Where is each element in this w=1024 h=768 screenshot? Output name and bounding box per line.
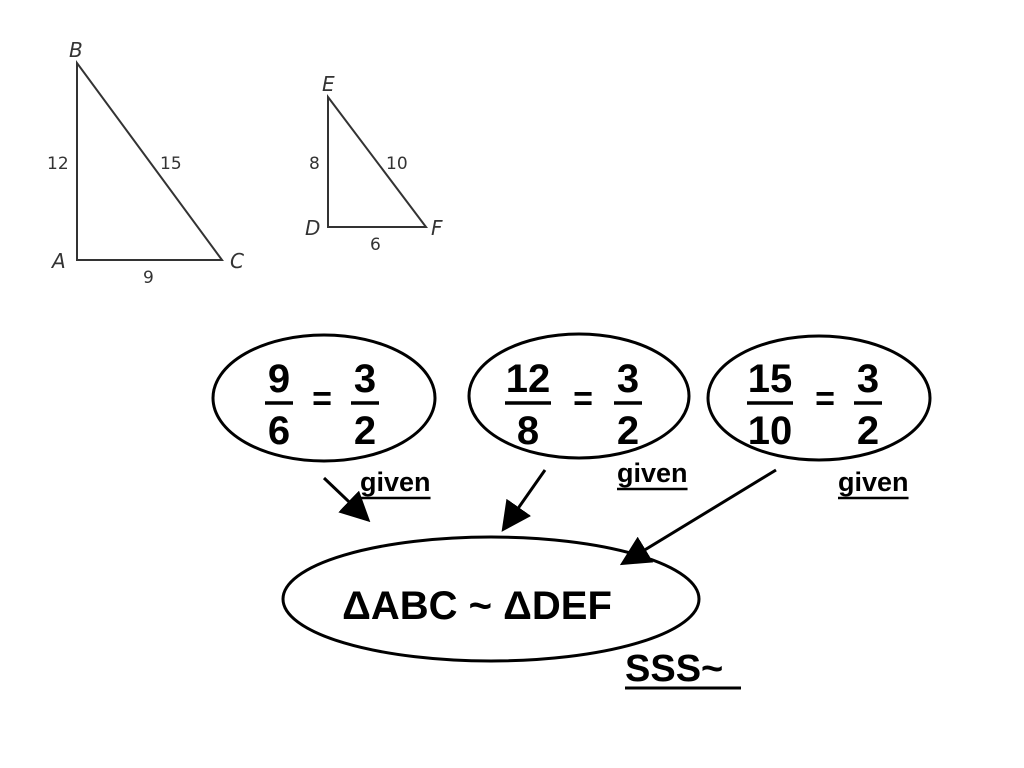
vertex-label-e: E — [322, 72, 335, 96]
similarity-statement: ΔABC ~ ΔDEF — [342, 584, 612, 628]
ratio-oval-2-outline — [467, 332, 691, 460]
side-label-bc: 15 — [160, 154, 182, 174]
triangle-def: E D F 8 10 6 — [305, 72, 443, 255]
ratio-oval-3-outline — [706, 334, 932, 462]
conclusion-oval-outline — [281, 535, 701, 663]
ratio-2-simplified-numerator: 3 — [617, 357, 639, 401]
ratio-2-equals: = — [573, 380, 593, 418]
ratio-3-numerator: 15 — [748, 357, 793, 401]
reason-label: SSS~ — [625, 648, 723, 690]
ratio-2-numerator: 12 — [506, 357, 551, 401]
triangle-abc: B A C 12 15 9 — [47, 38, 244, 288]
ratio-3-denominator: 10 — [748, 409, 793, 453]
vertex-label-a: A — [50, 249, 66, 273]
side-label-de: 8 — [309, 154, 320, 174]
given-label-2: given — [617, 458, 688, 488]
side-label-ab: 12 — [47, 154, 69, 174]
given-label-1: given — [360, 467, 431, 497]
ratio-oval-1-outline — [211, 333, 437, 463]
ratio-3-simplified-numerator: 3 — [857, 357, 879, 401]
ratio-1-denominator: 6 — [268, 409, 290, 453]
ratio-3-equals: = — [815, 380, 835, 418]
ratio-1-simplified-denominator: 2 — [354, 409, 376, 453]
vertex-label-c: C — [230, 249, 244, 273]
ratio-oval-3: 15 10 = 3 2 — [706, 334, 932, 462]
ratio-2-denominator: 8 — [517, 409, 539, 453]
triangle-def-shape — [327, 94, 429, 228]
ratio-1-simplified-numerator: 3 — [354, 357, 376, 401]
side-label-ac: 9 — [143, 268, 154, 288]
given-label-3: given — [838, 467, 909, 497]
conclusion-oval: ΔABC ~ ΔDEF — [281, 535, 701, 663]
vertex-label-b: B — [69, 38, 83, 62]
ratio-oval-2: 12 8 = 3 2 — [467, 332, 691, 460]
ratio-3-simplified-denominator: 2 — [857, 409, 879, 453]
triangle-abc-shape — [76, 59, 224, 261]
ratio-2-simplified-denominator: 2 — [617, 409, 639, 453]
arrow-1 — [322, 476, 371, 523]
vertex-label-f: F — [431, 216, 443, 240]
arrow-2 — [501, 469, 547, 532]
ratio-1-equals: = — [312, 380, 332, 418]
side-label-df: 6 — [370, 235, 381, 255]
side-label-ef: 10 — [386, 154, 408, 174]
arrow-3 — [619, 468, 777, 566]
ratio-oval-1: 9 6 = 3 2 — [211, 333, 437, 463]
ratio-1-numerator: 9 — [268, 357, 290, 401]
vertex-label-d: D — [305, 216, 320, 240]
